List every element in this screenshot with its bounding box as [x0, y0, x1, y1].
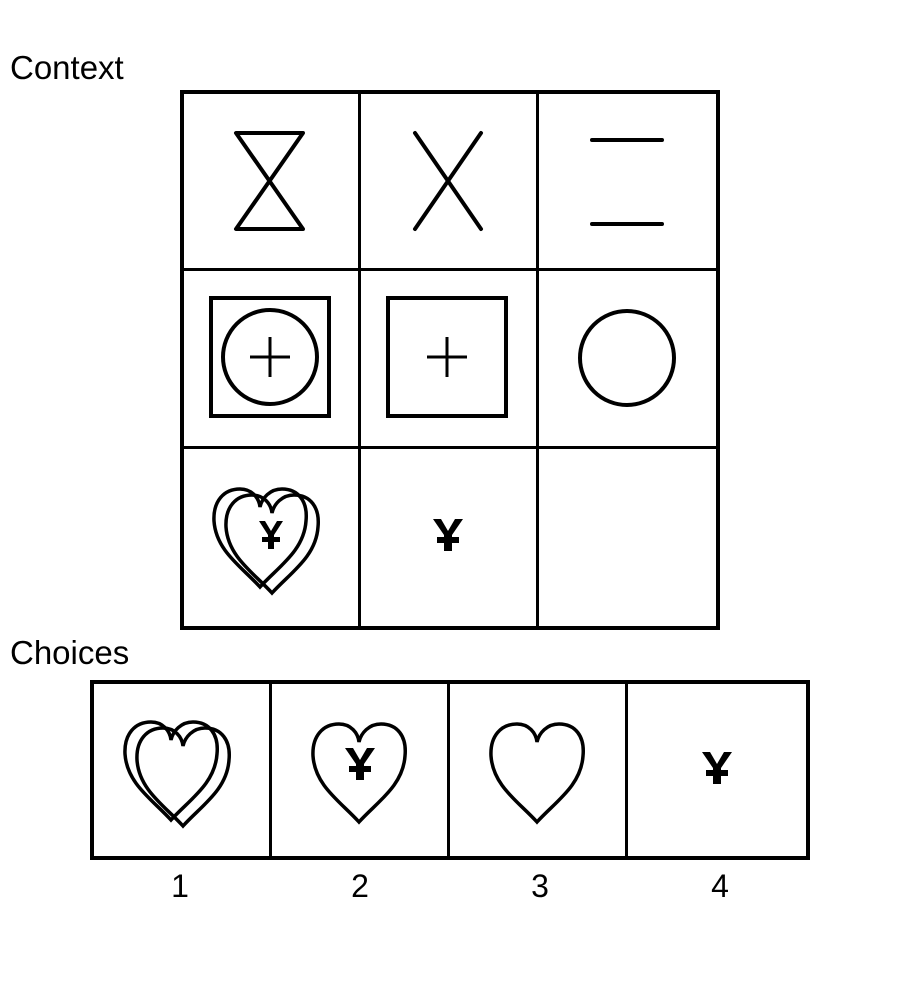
double-heart-icon: [122, 720, 231, 829]
double-heart-yen-icon: [212, 487, 321, 596]
square-plus-icon: [386, 296, 509, 419]
yen-icon: [702, 752, 732, 784]
context-cell-2-3: [538, 271, 716, 449]
circle-icon: [578, 309, 677, 408]
choice-number-2: 2: [351, 868, 369, 904]
context-cell-1-3: [538, 94, 716, 272]
choices-label: Choices: [10, 634, 130, 671]
choices-row: [90, 680, 810, 860]
context-cell-1-2: [361, 94, 539, 272]
hourglass-icon: [234, 131, 306, 232]
context-cell-3-3-empty: [539, 449, 716, 626]
context-cell-2-2: [361, 271, 539, 449]
choice-number-3: 3: [531, 868, 549, 904]
choice-4[interactable]: [628, 684, 806, 856]
choice-1[interactable]: [94, 684, 272, 856]
x-cross-icon: [413, 131, 484, 232]
yen-icon: [433, 519, 464, 552]
choice-number-4: 4: [711, 868, 729, 904]
choice-number-1: 1: [171, 868, 189, 904]
context-grid: [180, 90, 720, 630]
heart-icon: [488, 722, 585, 825]
choice-2[interactable]: [272, 684, 450, 856]
choice-3[interactable]: [450, 684, 628, 856]
context-cell-2-1: [184, 271, 362, 449]
two-horizontal-lines-icon: [590, 138, 665, 227]
context-cell-1-1: [184, 94, 362, 272]
heart-yen-icon: [310, 722, 407, 825]
context-label: Context: [10, 49, 124, 86]
context-cell-3-2: [361, 448, 539, 626]
context-cell-3-1: [184, 448, 362, 626]
square-circle-plus-icon: [209, 296, 332, 419]
